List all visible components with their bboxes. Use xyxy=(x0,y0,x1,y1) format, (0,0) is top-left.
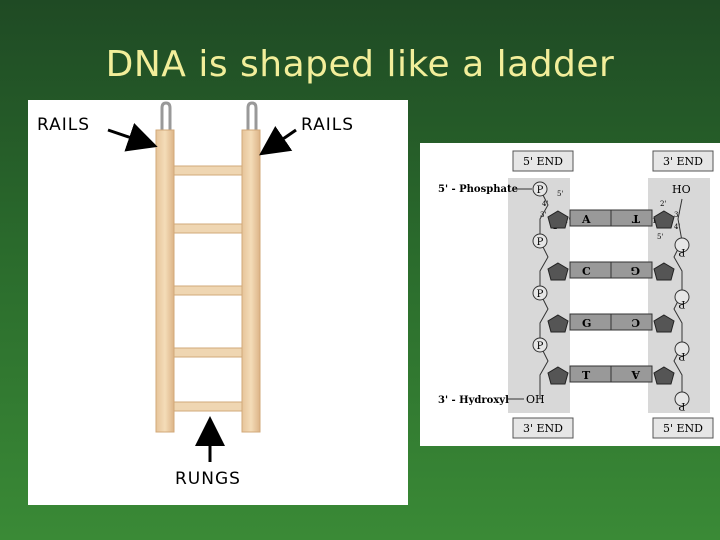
ladder-rail-left xyxy=(155,129,175,433)
svg-text:P: P xyxy=(678,350,685,361)
right-phosphate-group: P P P P xyxy=(674,237,690,411)
ladder-rung xyxy=(173,223,243,234)
ladder-rung xyxy=(173,401,243,412)
slide-title: DNA is shaped like a ladder xyxy=(105,44,615,85)
ladder-rung xyxy=(173,347,243,358)
carbon-label: 4' xyxy=(674,223,680,231)
left-phosphate-group: P P P P xyxy=(532,181,548,353)
phosphate-label: 5' - Phosphate xyxy=(438,184,518,195)
svg-text:C: C xyxy=(582,265,591,278)
ladder-panel: RAILS RAILS RUNGS xyxy=(28,100,408,505)
svg-text:5' END: 5' END xyxy=(523,155,563,168)
svg-text:P: P xyxy=(678,400,685,411)
arrow-to-right-rail xyxy=(259,126,297,156)
ladder-rung xyxy=(173,285,243,296)
svg-text:G: G xyxy=(582,317,591,330)
ladder-rail-right xyxy=(241,129,261,433)
rails-label-left: RAILS xyxy=(37,115,91,135)
svg-text:A: A xyxy=(631,368,641,381)
ladder-rung xyxy=(173,165,243,176)
svg-text:P: P xyxy=(678,298,685,309)
base-pair-1: C G xyxy=(569,261,653,279)
carbon-label: 3' xyxy=(540,211,546,219)
base-pair-2: G C xyxy=(569,313,653,331)
carbon-label: 5' xyxy=(657,233,663,241)
end-box-bottom-right: 5' END xyxy=(652,417,714,439)
carbon-label: 5' xyxy=(557,190,563,198)
carbon-label: 3' xyxy=(674,211,680,219)
base-pair-0: A T xyxy=(569,209,653,227)
svg-text:P: P xyxy=(537,237,544,248)
svg-text:A: A xyxy=(581,213,591,226)
dna-structure-diagram: 5' END 3' END 3' END 5' END 5' - Phospha… xyxy=(438,150,714,439)
ladder-illustration xyxy=(107,101,297,462)
svg-text:3' END: 3' END xyxy=(523,422,563,435)
svg-text:P: P xyxy=(678,246,685,257)
sugar-pentagons xyxy=(547,210,675,385)
rails-label-right: RAILS xyxy=(301,115,355,135)
hydroxyl-label: 3' - Hydroxyl xyxy=(438,395,509,406)
svg-text:P: P xyxy=(537,341,544,352)
svg-text:3' END: 3' END xyxy=(663,155,703,168)
carbon-label: 4' xyxy=(542,200,548,208)
rungs-label: RUNGS xyxy=(175,469,241,489)
base-pair-3: T A xyxy=(569,365,653,383)
svg-text:5' END: 5' END xyxy=(663,422,703,435)
dna-diagram-panel: 5' END 3' END 3' END 5' END 5' - Phospha… xyxy=(420,143,720,446)
svg-text:P: P xyxy=(537,289,544,300)
svg-text:T: T xyxy=(631,212,640,225)
end-box-bottom-left: 3' END xyxy=(512,417,574,439)
carbon-label: 2' xyxy=(660,200,666,208)
hook-left xyxy=(160,101,172,130)
end-box-top-left: 5' END xyxy=(512,150,574,172)
svg-text:G: G xyxy=(631,264,640,277)
oh-label: OH xyxy=(526,393,545,406)
ho-label: HO xyxy=(672,183,691,196)
svg-text:P: P xyxy=(537,185,544,196)
hook-right xyxy=(246,101,258,130)
svg-text:C: C xyxy=(631,316,640,329)
end-box-top-right: 3' END xyxy=(652,150,714,172)
svg-text:T: T xyxy=(582,369,591,382)
arrow-to-left-rail xyxy=(107,123,158,152)
